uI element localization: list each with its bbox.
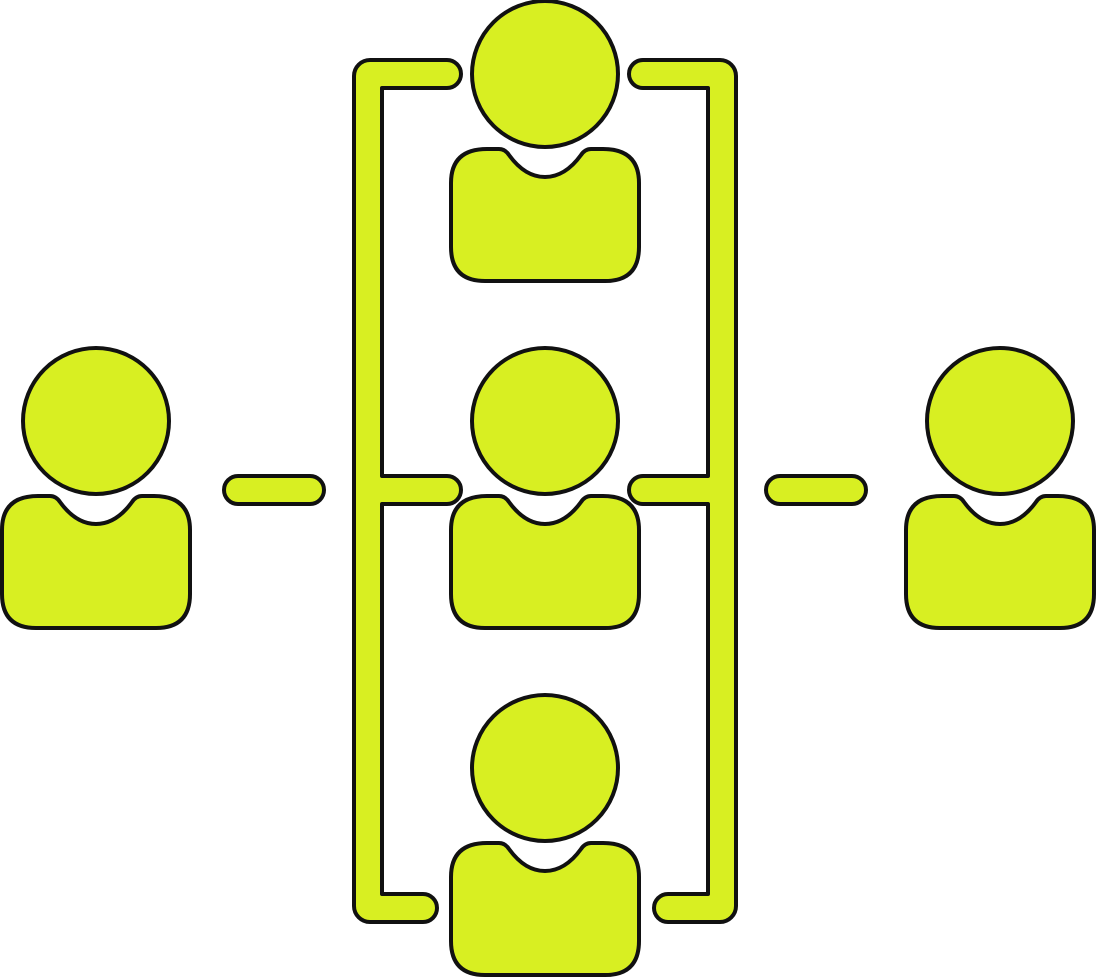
- connectors: [222, 58, 868, 924]
- person-icon: [0, 346, 192, 630]
- right-connector: [764, 474, 868, 506]
- left-connector: [222, 474, 326, 506]
- person-icon: [904, 346, 1096, 630]
- left-bracket: [352, 58, 463, 924]
- person-head: [21, 346, 171, 496]
- person-head: [470, 0, 620, 149]
- person-head: [470, 346, 620, 496]
- right-bracket: [627, 58, 738, 924]
- person-icon: [449, 346, 641, 630]
- person-icon: [449, 693, 641, 977]
- person-body: [0, 494, 192, 630]
- person-body: [904, 494, 1096, 630]
- person-head: [470, 693, 620, 843]
- person-body: [449, 147, 641, 283]
- person-head: [925, 346, 1075, 496]
- person-body: [449, 494, 641, 630]
- person-body: [449, 841, 641, 977]
- person-icon: [449, 0, 641, 283]
